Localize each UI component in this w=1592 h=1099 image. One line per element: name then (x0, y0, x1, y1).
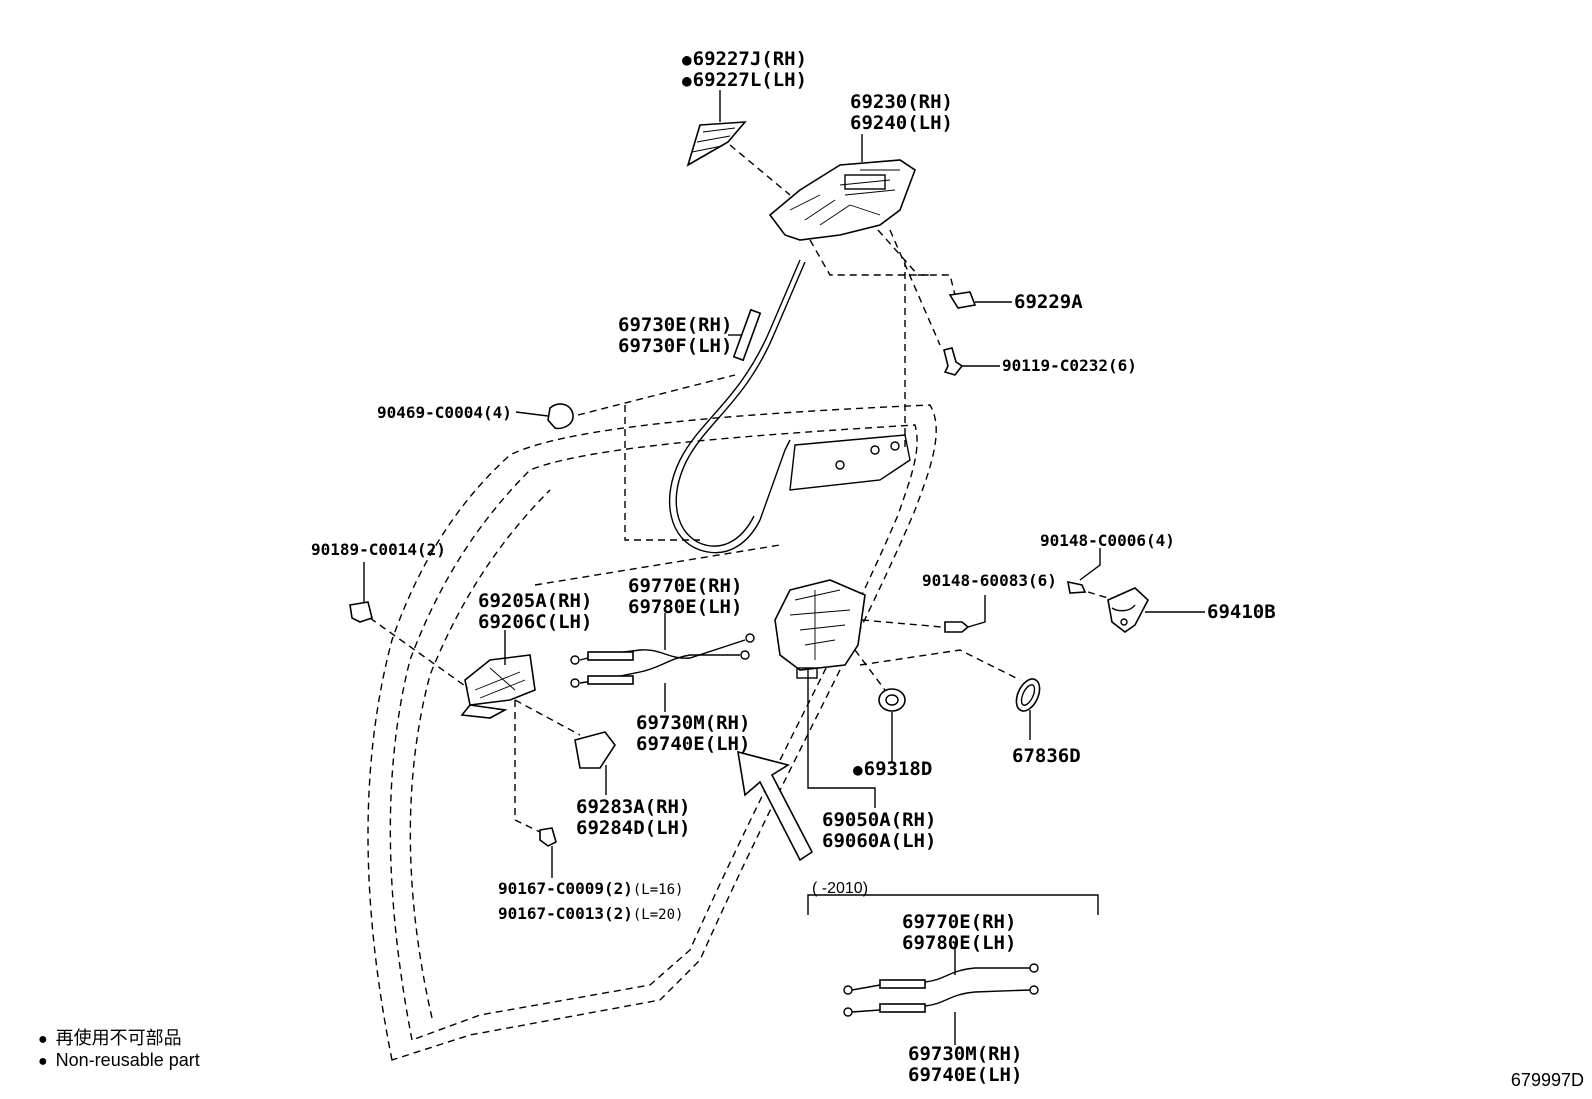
label-69318d-line1: 69318D (853, 759, 933, 780)
cable-set-upper (570, 633, 755, 688)
label-69227-line1: 69227J(RH) (682, 49, 807, 70)
label-69770e-lower: 69770E(RH) 69780E(LH) (902, 912, 1016, 954)
label-69205a-line1: 69205A(RH) (478, 590, 593, 612)
label-69050a-line1: 69050A(RH) (822, 809, 937, 831)
label-69229a: 69229A (1014, 292, 1083, 313)
label-69730m-upper-line2: 69740E(LH) (636, 733, 751, 755)
label-90469-line1: 90469-C0004(4) (377, 403, 512, 422)
pad-69283a (574, 731, 616, 769)
label-69730m-upper-line1: 69730M(RH) (636, 712, 751, 734)
label-69205a: 69205A(RH) 69206C(LH) (478, 591, 592, 633)
label-90148-c0006: 90148-C0006(4) (1040, 532, 1175, 550)
label-90189-line1: 90189-C0014(2) (311, 540, 446, 559)
outside-handle-frame (768, 159, 916, 241)
label-69050a-line2: 69060A(LH) (822, 830, 937, 852)
label-69205a-line2: 69206C(LH) (478, 611, 593, 633)
handle-cover (686, 121, 747, 167)
label-69730e-line2: 69730F(LH) (618, 335, 733, 357)
label-69730e-line1: 69730E(RH) (618, 314, 733, 336)
period-bracket (807, 894, 1099, 915)
label-90167-line1: 90167-C0009(2)(L=16) (498, 880, 683, 899)
inside-handle (460, 654, 536, 719)
label-90148-60083: 90148-60083(6) (922, 572, 1057, 590)
label-69050a: 69050A(RH) 69060A(LH) (822, 810, 936, 852)
period-note: ( -2010) (812, 880, 869, 897)
label-69230-line1: 69230(RH) (850, 91, 953, 113)
cable-69730e (668, 259, 806, 554)
striker-69410b (1107, 587, 1149, 633)
direction-arrow (737, 750, 814, 862)
label-90469: 90469-C0004(4) (377, 404, 512, 422)
label-90189: 90189-C0014(2) (311, 541, 446, 559)
legend-en: ● Non-reusable part (38, 1050, 200, 1071)
label-69229a-line1: 69229A (1014, 291, 1083, 313)
label-69730m-upper: 69730M(RH) 69740E(LH) (636, 713, 750, 755)
label-67836d: 67836D (1012, 746, 1081, 767)
bolt-90119 (943, 347, 964, 376)
connection-lines (369, 144, 1109, 833)
label-69283a-line1: 69283A(RH) (576, 796, 691, 818)
screw-90148-60083 (944, 621, 970, 633)
label-69730m-lower: 69730M(RH) 69740E(LH) (908, 1044, 1022, 1086)
clip-69229a (948, 291, 977, 309)
label-90167: 90167-C0009(2)(L=16) 90167-C0013(2)(L=20… (498, 880, 683, 924)
label-69227: 69227J(RH) 69227L(LH) (682, 49, 807, 91)
label-69770e-lower-line2: 69780E(LH) (902, 932, 1017, 954)
label-69227-line2: 69227L(LH) (682, 70, 807, 91)
label-69730m-lower-line1: 69730M(RH) (908, 1043, 1023, 1065)
label-69230-line2: 69240(LH) (850, 112, 953, 134)
label-90167-part2: 90167-C0013(2) (498, 904, 633, 923)
screw-90148-c0006 (1066, 580, 1087, 594)
label-69770e-upper: 69770E(RH) 69780E(LH) (628, 576, 742, 618)
label-69730e: 69730E(RH) 69730F(LH) (618, 315, 732, 357)
label-90119: 90119-C0232(6) (1002, 357, 1137, 375)
document-id: 679997D (1510, 1070, 1584, 1090)
label-90167-line2: 90167-C0013(2)(L=20) (498, 905, 683, 924)
label-90119-line1: 90119-C0232(6) (1002, 356, 1137, 375)
legend-bullet-icon: ● (38, 1031, 48, 1048)
label-69230: 69230(RH) 69240(LH) (850, 92, 953, 134)
door-frame (367, 404, 937, 1061)
grommet-69318d (878, 688, 906, 712)
label-90148-c0006-line1: 90148-C0006(4) (1040, 531, 1175, 550)
label-67836d-line1: 67836D (1012, 745, 1081, 767)
label-90167-part1: 90167-C0009(2) (498, 879, 633, 898)
label-69730m-lower-line2: 69740E(LH) (908, 1064, 1023, 1086)
seal-67836d (1015, 678, 1041, 712)
legend-jp-text: 再使用不可部品 (55, 1028, 182, 1048)
label-69770e-lower-line1: 69770E(RH) (902, 911, 1017, 933)
screw-90167 (539, 827, 557, 847)
legend-bullet-icon: ● (38, 1053, 48, 1070)
label-69410b-line1: 69410B (1207, 601, 1276, 623)
label-69283a-line2: 69284D(LH) (576, 817, 691, 839)
legend-jp: ● 再使用不可部品 (38, 1024, 182, 1050)
inner-panel (624, 260, 911, 541)
door-lock (774, 579, 866, 679)
label-90148-60083-line1: 90148-60083(6) (922, 571, 1057, 590)
leader-lines (363, 90, 1205, 1045)
label-90167-suffix2: (L=20) (632, 907, 684, 923)
label-90167-suffix1: (L=16) (632, 882, 684, 898)
clip-90189 (349, 601, 373, 623)
label-69770e-upper-line1: 69770E(RH) (628, 575, 743, 597)
cable-set-lower (843, 963, 1039, 1017)
label-69318d: 69318D (853, 759, 933, 780)
label-69283a: 69283A(RH) 69284D(LH) (576, 797, 690, 839)
clip-90469 (547, 403, 574, 430)
label-69770e-upper-line2: 69780E(LH) (628, 596, 743, 618)
label-69410b: 69410B (1207, 602, 1276, 623)
legend-en-text: Non-reusable part (55, 1050, 200, 1070)
